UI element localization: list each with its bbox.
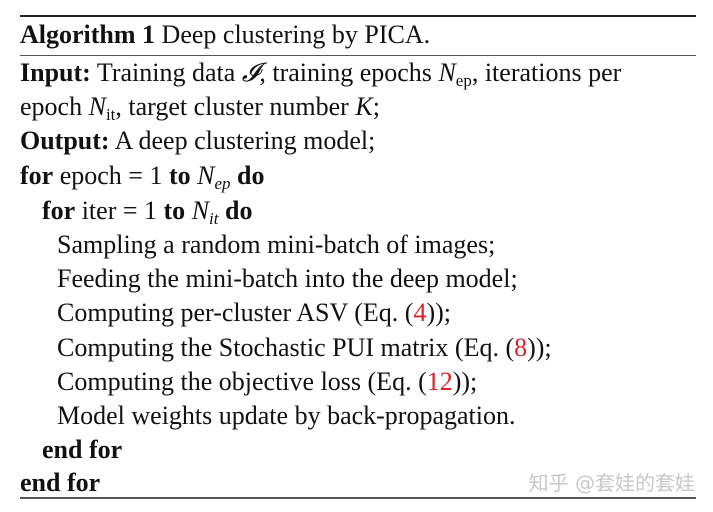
symbol-K: K [355, 92, 373, 121]
equation-ref-link[interactable]: 8 [514, 333, 528, 362]
text: , training epochs [259, 58, 432, 87]
text: Training data [96, 58, 236, 87]
text: epoch = 1 [59, 161, 163, 190]
keyword: end for [42, 435, 123, 464]
inner-end-for: end for [42, 435, 122, 465]
keyword: to [163, 196, 186, 225]
symbol-N: N [191, 196, 210, 225]
step-4: Computing the Stochastic PUI matrix (Eq.… [57, 333, 552, 363]
keyword: do [237, 161, 265, 190]
output-label: Output: [20, 126, 110, 155]
algorithm-title: Deep clustering by PICA. [161, 20, 431, 49]
caption-rule [20, 55, 696, 56]
top-rule [20, 15, 696, 17]
outer-end-for: end for [20, 468, 100, 498]
input-label: Input: [20, 58, 91, 87]
step-5: Computing the objective loss (Eq. (12)); [57, 367, 477, 397]
text: ; [372, 92, 380, 121]
text: Feeding the mini-batch into the deep mod… [57, 264, 518, 293]
algorithm-label: Algorithm 1 [20, 20, 156, 49]
text: , target cluster number [115, 92, 349, 121]
text: Model weights update by back-propagation… [57, 401, 516, 430]
text: Computing the objective loss (Eq. ( [57, 367, 427, 396]
subscript: it [209, 209, 219, 228]
text: A deep clustering model; [114, 126, 376, 155]
keyword: for [42, 196, 76, 225]
keyword: to [168, 161, 191, 190]
outer-for: for epoch = 1 to Nep do [20, 161, 265, 193]
text: Sampling a random mini-batch of images; [57, 230, 496, 259]
text: )); [426, 298, 452, 327]
subscript: ep [455, 71, 472, 90]
subscript: ep [214, 174, 231, 193]
symbol-N: N [438, 58, 456, 87]
text: , iterations per [471, 58, 622, 87]
step-1: Sampling a random mini-batch of images; [57, 230, 495, 260]
keyword: for [20, 161, 54, 190]
equation-ref-link[interactable]: 4 [413, 298, 427, 327]
equation-ref-link[interactable]: 12 [426, 367, 453, 396]
input-line-2: epoch Nit, target cluster number K; [20, 92, 380, 124]
input-line-1: Input: Training data 𝓘, training epochs … [20, 58, 622, 90]
keyword: end for [20, 468, 101, 497]
bottom-rule [20, 497, 696, 499]
inner-for: for iter = 1 to Nit do [42, 196, 253, 228]
step-2: Feeding the mini-batch into the deep mod… [57, 264, 518, 294]
text: )); [452, 367, 478, 396]
step-3: Computing per-cluster ASV (Eq. (4)); [57, 298, 451, 328]
keyword: do [224, 196, 253, 225]
text: iter = 1 [81, 196, 158, 225]
symbol-I: 𝓘 [241, 58, 260, 87]
subscript: it [105, 105, 116, 124]
symbol-N: N [88, 92, 106, 121]
step-6: Model weights update by back-propagation… [57, 401, 516, 431]
symbol-N: N [197, 161, 215, 190]
text: Computing per-cluster ASV (Eq. ( [57, 298, 414, 327]
output-line: Output: A deep clustering model; [20, 126, 375, 156]
text: epoch [20, 92, 83, 121]
text: )); [527, 333, 552, 362]
text: Computing the Stochastic PUI matrix (Eq.… [57, 333, 515, 362]
watermark: 知乎 @套娃的套娃 [528, 471, 695, 495]
algorithm-caption: Algorithm 1 Deep clustering by PICA. [20, 20, 430, 50]
